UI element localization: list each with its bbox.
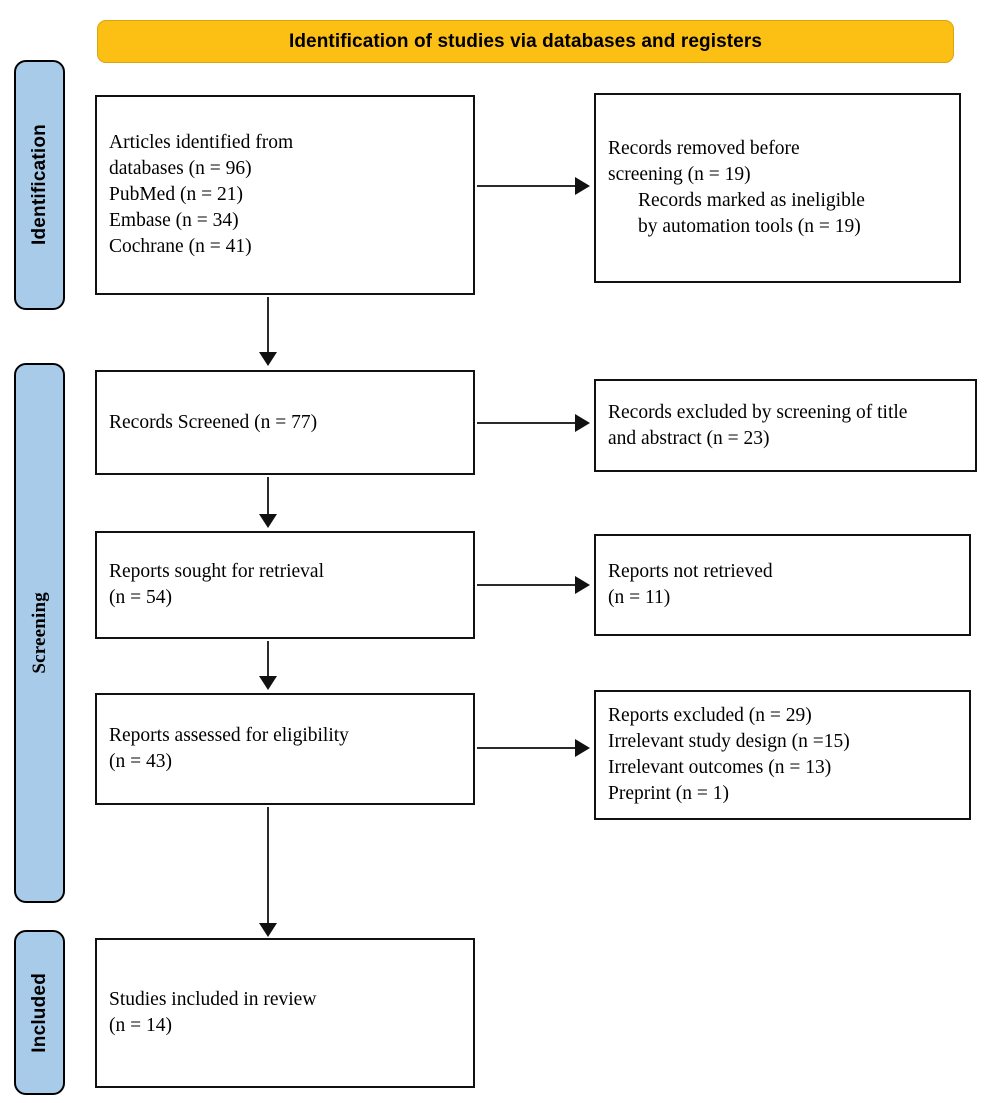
box-line: (n = 14) — [109, 1015, 172, 1036]
reports-assessed-box: Reports assessed for eligibility (n = 43… — [95, 693, 475, 805]
box-line: databases (n = 96) — [109, 158, 252, 180]
box-line: (n = 43) — [109, 751, 172, 772]
reports-not-retrieved-box: Reports not retrieved (n = 11) — [594, 534, 971, 636]
reports-sought-box: Reports sought for retrieval (n = 54) — [95, 531, 475, 639]
reports-excluded-eligibility-box: Reports excluded (n = 29) Irrelevant stu… — [594, 690, 971, 820]
box-line: Reports not retrieved — [608, 561, 773, 583]
box-line: Studies included in review — [109, 989, 317, 1011]
connector-identified-to-removed — [477, 185, 577, 187]
arrow-right-icon — [575, 414, 590, 432]
records-excluded-screening-box: Records excluded by screening of title a… — [594, 379, 977, 472]
box-line: Irrelevant outcomes (n = 13) — [608, 757, 832, 778]
arrow-right-icon — [575, 576, 590, 594]
stage-label-screening-text: Screening — [28, 592, 50, 674]
diagram-title-text: Identification of studies via databases … — [288, 30, 763, 52]
studies-included-box: Studies included in review (n = 14) — [95, 938, 475, 1088]
connector-identified-to-screened — [267, 297, 269, 357]
connector-screened-to-sought — [267, 477, 269, 517]
box-line: Records marked as ineligible — [638, 190, 865, 211]
box-line: Preprint (n = 1) — [608, 782, 729, 804]
box-line: Records removed before — [608, 138, 800, 160]
connector-sought-to-not-retrieved — [477, 584, 577, 586]
arrow-down-icon — [259, 352, 277, 366]
stage-label-screening: Screening — [14, 363, 65, 903]
diagram-title-banner: Identification of studies via databases … — [97, 20, 954, 63]
stage-label-identification: Identification — [14, 60, 65, 310]
box-line: Reports sought for retrieval — [109, 561, 324, 583]
box-line: PubMed (n = 21) — [109, 184, 243, 206]
box-line: (n = 11) — [608, 587, 671, 608]
box-line: by automation tools (n = 19) — [638, 215, 861, 237]
connector-assessed-to-included — [267, 807, 269, 929]
arrow-down-icon — [259, 514, 277, 528]
connector-assessed-to-excluded — [477, 747, 577, 749]
stage-label-identification-text: Identification — [28, 124, 50, 246]
box-line: Records Screened (n = 77) — [109, 411, 318, 433]
box-line: Cochrane (n = 41) — [109, 235, 252, 257]
records-removed-box: Records removed before screening (n = 19… — [594, 93, 961, 283]
arrow-right-icon — [575, 739, 590, 757]
box-line: Reports assessed for eligibility — [109, 725, 349, 747]
connector-sought-to-assessed — [267, 641, 269, 681]
records-screened-box: Records Screened (n = 77) — [95, 370, 475, 475]
articles-identified-box: Articles identified from databases (n = … — [95, 95, 475, 295]
box-line: Reports excluded (n = 29) — [608, 705, 812, 727]
stage-label-included: Included — [14, 930, 65, 1095]
arrow-down-icon — [259, 676, 277, 690]
box-line: (n = 54) — [109, 587, 172, 608]
connector-screened-to-excluded — [477, 422, 577, 424]
box-line: and abstract (n = 23) — [608, 427, 770, 449]
box-line: screening (n = 19) — [608, 164, 751, 186]
arrow-down-icon — [259, 923, 277, 937]
stage-label-included-text: Included — [28, 972, 50, 1053]
box-line: Articles identified from — [109, 132, 294, 154]
box-line: Irrelevant study design (n =15) — [608, 731, 850, 753]
arrow-right-icon — [575, 177, 590, 195]
box-line: Embase (n = 34) — [109, 209, 239, 231]
box-line: Records excluded by screening of title — [608, 401, 908, 423]
